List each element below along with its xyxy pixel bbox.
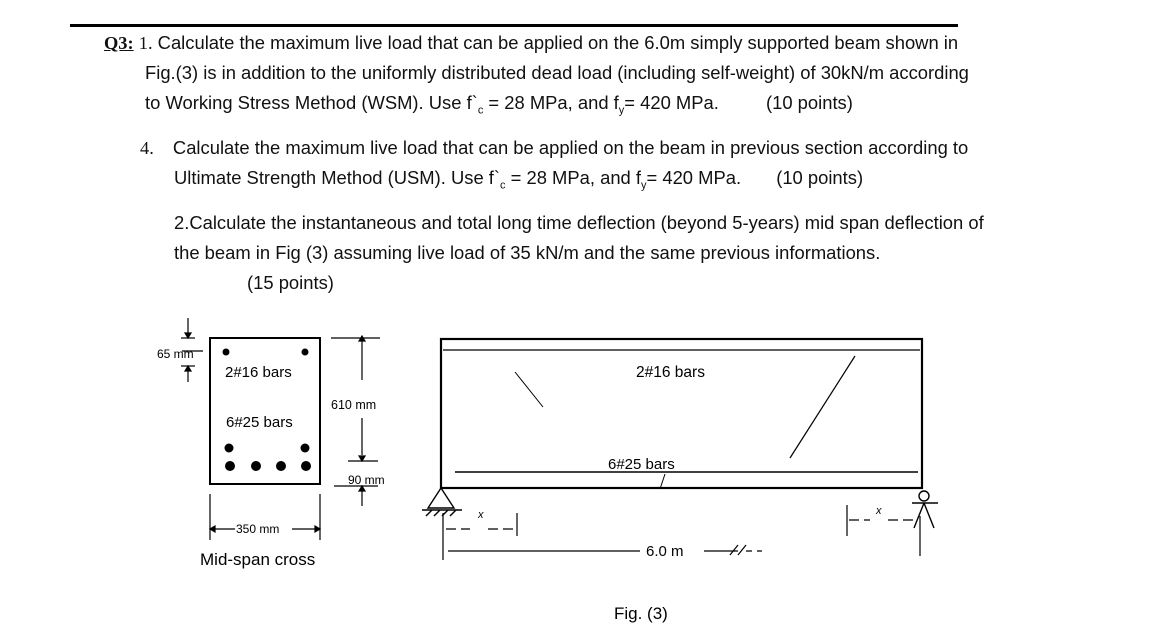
x-dimension-left	[442, 513, 518, 560]
x-label-left: x	[477, 509, 484, 521]
cover-dim-label: 65 mm	[157, 347, 194, 361]
q4-text-2a: Ultimate Strength Method (USM). Use f`	[174, 167, 501, 188]
bottom-bar	[251, 461, 261, 471]
q4-text-2b: = 28 MPa, and f	[505, 167, 641, 188]
span-label: 6.0 m	[646, 543, 684, 560]
q3-line-3: to Working Stress Method (WSM). Use f`c …	[145, 88, 853, 126]
top-bar	[222, 348, 230, 356]
x-dimension-right	[846, 505, 921, 556]
beam-top-bars-label: 2#16 bars	[636, 364, 705, 381]
q4-text-2c: = 420 MPa.	[646, 167, 742, 188]
cross-section-outline	[209, 337, 321, 485]
q3-line-2: Fig.(3) is in addition to the uniformly …	[145, 62, 969, 83]
bottom-bar	[301, 461, 311, 471]
q4-fc-subscript: c	[500, 179, 506, 192]
q4-line-1: 4. Calculate the maximum live load that …	[140, 133, 968, 163]
q4-fy-subscript: y	[641, 179, 647, 192]
top-rule	[70, 24, 958, 27]
section-bottom-bars-label: 6#25 bars	[226, 414, 293, 431]
figure-caption: Fig. (3)	[614, 604, 668, 623]
q3-text-3a: to Working Stress Method (WSM). Use f`	[145, 92, 478, 113]
q2-points: (15 points)	[247, 272, 334, 293]
span-dimension	[448, 544, 762, 556]
q3-text-3b: = 28 MPa, and f	[483, 92, 619, 113]
pin-support	[422, 486, 462, 517]
height-dim-label: 610 mm	[331, 398, 376, 412]
q4-text-1: Calculate the maximum live load that can…	[172, 137, 969, 158]
width-dim-label: 350 mm	[236, 522, 279, 536]
width-dimension	[208, 494, 322, 540]
bottom-bar	[225, 461, 235, 471]
q4-line-2: Ultimate Strength Method (USM). Use f`c …	[174, 163, 863, 201]
bottom-bar-leader	[789, 355, 856, 459]
q3-points: (10 points)	[765, 92, 853, 113]
q4-points: (10 points)	[776, 167, 864, 188]
q3-text-1: Calculate the maximum live load that can…	[157, 32, 959, 53]
q2-line-1: 2.Calculate the instantaneous and total …	[174, 212, 984, 233]
x-label-right: x	[875, 505, 882, 517]
q3-line-1: Q3: 1. Calculate the maximum live load t…	[104, 28, 958, 58]
top-bar-leader	[514, 371, 544, 408]
question-number: 1.	[138, 33, 153, 53]
top-bar	[301, 348, 309, 356]
bottom-bar-pointer	[659, 473, 666, 490]
q4-number: 4.	[140, 138, 154, 158]
fy-subscript: y	[618, 104, 625, 117]
fc-subscript: c	[477, 104, 484, 117]
section-caption: Mid-span cross	[200, 550, 315, 569]
bottom-bar	[276, 461, 286, 471]
height-dimension	[331, 334, 380, 506]
beam-bottom-bars-label: 6#25 bars	[608, 456, 675, 473]
cover-dimension	[181, 318, 203, 382]
beam-outline	[439, 337, 924, 490]
section-top-bars-label: 2#16 bars	[225, 364, 292, 381]
question-label: Q3:	[104, 33, 134, 53]
bottom-bar	[300, 443, 310, 453]
bottom-bar	[224, 443, 234, 453]
q3-text-3c: = 420 MPa.	[624, 92, 719, 113]
roller-support	[912, 490, 938, 529]
q2-line-2: the beam in Fig (3) assuming live load o…	[174, 242, 881, 263]
bottom-dim-label: 90 mm	[348, 473, 385, 487]
